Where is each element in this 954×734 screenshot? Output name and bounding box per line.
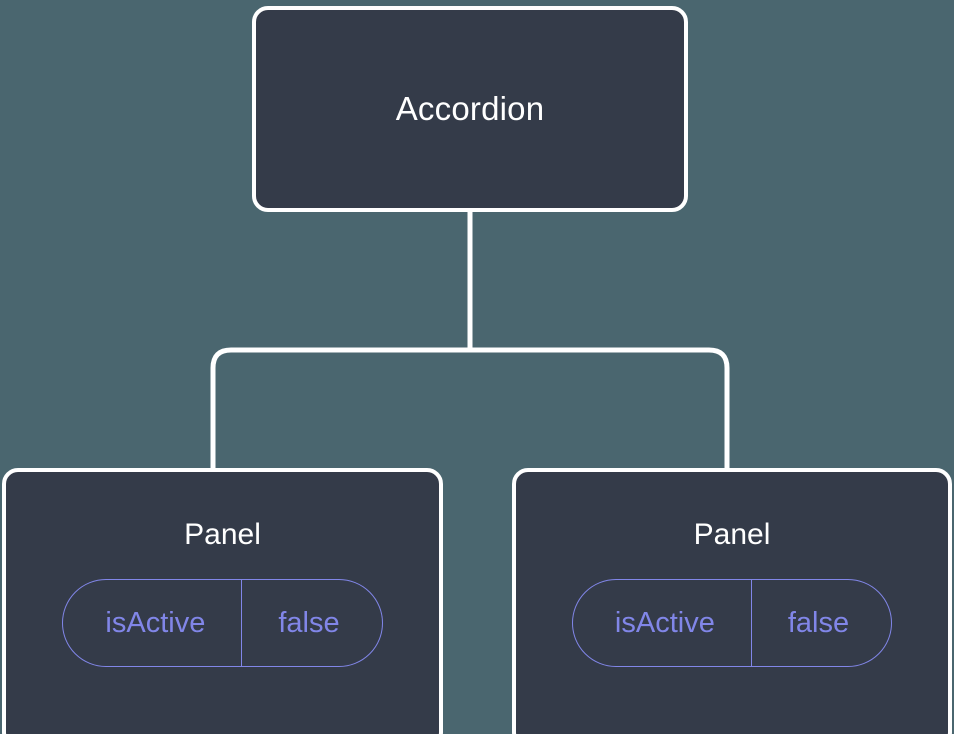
node-accordion[interactable]: Accordion — [252, 6, 688, 212]
node-accordion-label: Accordion — [395, 89, 545, 127]
state-badge-key: isActive — [614, 606, 715, 639]
node-panel-left[interactable]: Panel isActive false — [2, 468, 443, 734]
node-panel-left-label: Panel — [184, 518, 261, 551]
state-badge-is-active-left[interactable]: isActive false — [62, 579, 383, 667]
node-panel-right[interactable]: Panel isActive false — [512, 468, 952, 734]
state-badge-key: isActive — [105, 606, 206, 639]
state-badge-value: false — [241, 580, 381, 666]
state-badge-value: false — [750, 580, 891, 666]
state-badge-is-active-right[interactable]: isActive false — [571, 579, 893, 667]
node-panel-right-label: Panel — [693, 518, 771, 551]
connector-bus — [210, 347, 730, 468]
